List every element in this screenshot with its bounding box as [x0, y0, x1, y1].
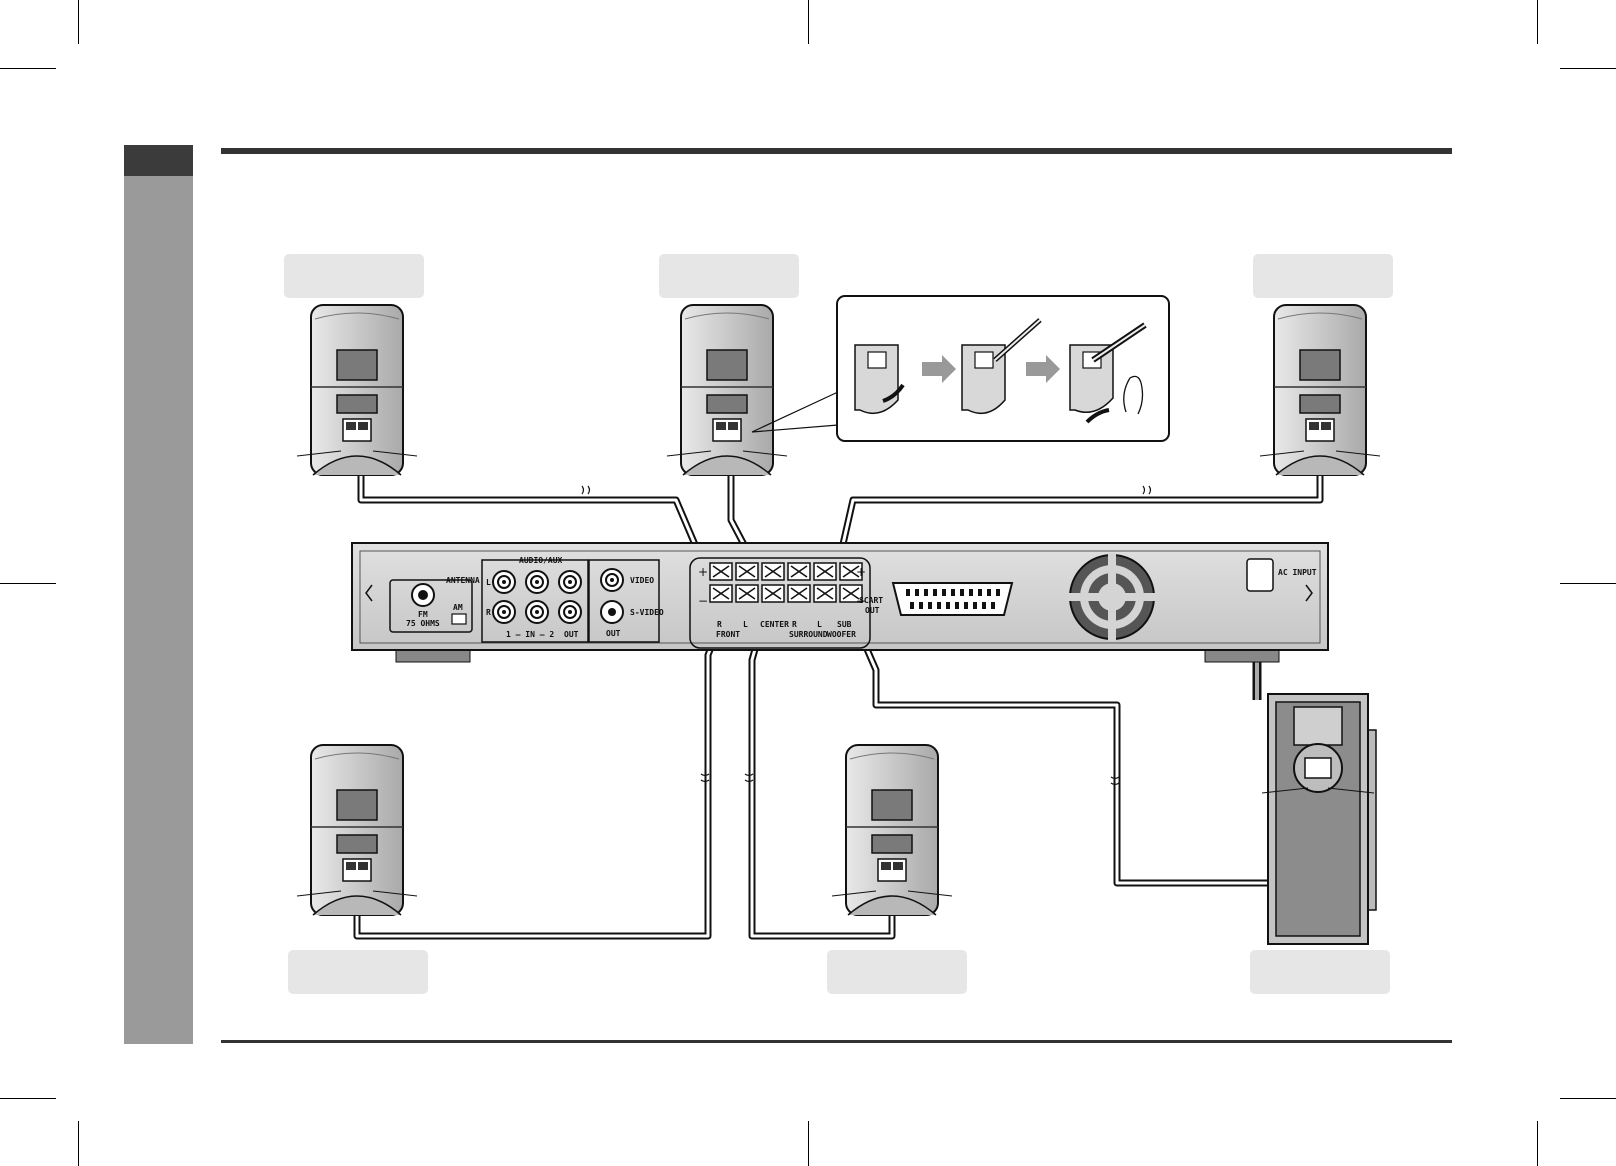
subwoofer — [1261, 693, 1377, 945]
surround-left-speaker — [296, 744, 418, 916]
minus-sign-left: − — [698, 594, 708, 608]
terminal-r-label: R — [717, 620, 722, 629]
crop-mark — [1537, 1121, 1538, 1166]
scart-label: SCART — [859, 596, 883, 605]
antenna-label: ANTENNA — [446, 576, 480, 585]
aux-out-label: OUT — [564, 630, 579, 639]
crop-mark — [0, 1098, 56, 1099]
crop-mark — [1560, 583, 1616, 584]
crop-mark — [78, 0, 79, 44]
header-rule — [221, 148, 1452, 154]
center-label-box — [659, 254, 799, 298]
aux-r-label: R — [486, 608, 491, 617]
video-label: VIDEO — [630, 576, 654, 585]
receiver-rear-panel — [351, 542, 1329, 663]
woofer-label: WOOFER — [827, 630, 856, 639]
fm-ohms-label: 75 OHMS — [406, 619, 440, 628]
terminal-l-label: L — [743, 620, 748, 629]
surround-label: SURROUND — [789, 630, 828, 639]
sub-label: SUB — [837, 620, 852, 629]
surround-right-label-box — [827, 950, 967, 994]
scart-out-label: OUT — [865, 606, 880, 615]
surround-r-label: R — [792, 620, 797, 629]
terminal-inset — [751, 295, 1170, 442]
plus-sign-left: + — [698, 565, 708, 579]
fm-label: FM — [418, 610, 428, 619]
crop-mark — [1537, 0, 1538, 44]
crop-mark — [0, 68, 56, 69]
center-terminal-label: CENTER — [760, 620, 789, 629]
sidebar — [124, 176, 193, 1044]
surround-right-speaker — [831, 744, 953, 916]
am-label: AM — [453, 603, 463, 612]
minus-sign-right: − — [856, 594, 866, 608]
cooling-fan — [1068, 553, 1156, 641]
crop-mark — [1560, 1098, 1616, 1099]
ac-input-label: AC INPUT — [1278, 568, 1317, 577]
surround-l-label: L — [817, 620, 822, 629]
crop-mark — [808, 0, 809, 44]
aux-in-label: 1 — IN — 2 — [506, 630, 554, 639]
front-right-label-box — [1253, 254, 1393, 298]
front-label: FRONT — [716, 630, 740, 639]
front-left-speaker — [296, 304, 418, 476]
aux-l-label: L — [486, 578, 491, 587]
crop-mark — [0, 583, 56, 584]
subwoofer-label-box — [1250, 950, 1390, 994]
audio-aux-label: AUDIO/AUX — [519, 556, 563, 565]
crop-mark — [1560, 68, 1616, 69]
front-left-label-box — [284, 254, 424, 298]
svideo-label: S-VIDEO — [630, 608, 664, 617]
surround-left-label-box — [288, 950, 428, 994]
video-out-label: OUT — [606, 629, 621, 638]
crop-mark — [808, 1121, 809, 1166]
center-speaker — [666, 304, 788, 476]
speaker-cables — [353, 460, 1324, 940]
sidebar-tab — [124, 145, 193, 176]
footer-rule — [221, 1040, 1452, 1043]
crop-mark — [78, 1121, 79, 1166]
plus-sign-right: + — [856, 565, 866, 579]
front-right-speaker — [1259, 304, 1381, 476]
